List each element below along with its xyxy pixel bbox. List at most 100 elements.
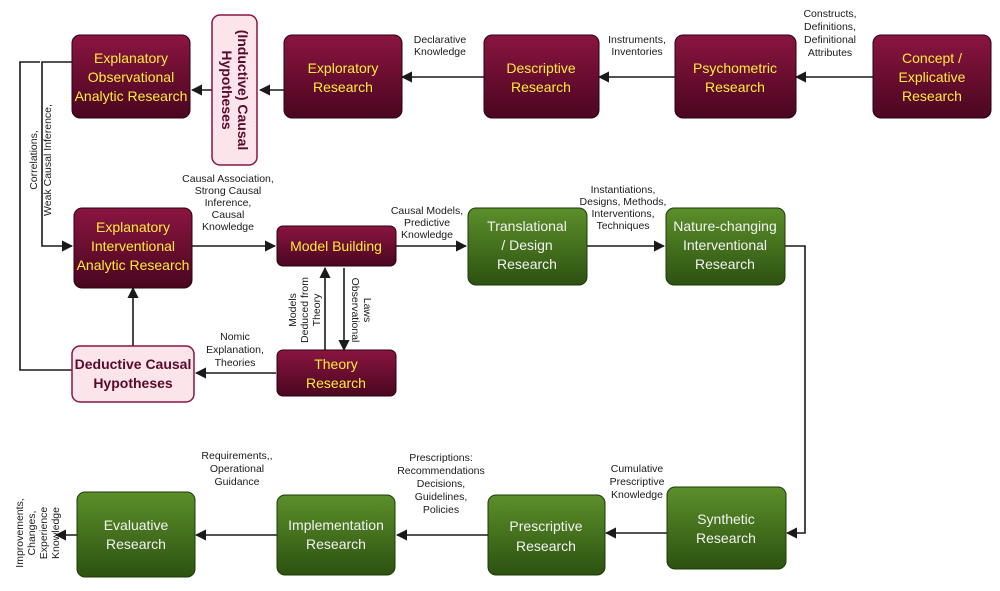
label-causal-models-line2: Predictive (404, 217, 450, 229)
box-psychometric-line1: Psychometric (693, 60, 777, 76)
label-causal-models-line3: Knowledge (401, 229, 453, 241)
label-prescriptions: Prescriptions: Recommendations Decisions… (397, 452, 485, 516)
box-nature-changing-line3: Research (695, 256, 755, 272)
label-causal-association-line5: Knowledge (202, 221, 254, 233)
box-synthetic-line1: Synthetic (697, 511, 755, 527)
connector-lines (19, 61, 873, 541)
box-prescriptive: Prescriptive Research (487, 494, 606, 576)
label-causal-association-line2: Strong Causal (195, 185, 262, 197)
box-theory-line1: Theory (314, 356, 358, 372)
label-prescriptions-line3: Decisions, (417, 478, 465, 490)
label-models-deduced-line2: Deduced from (299, 277, 311, 343)
box-explanatory-interventional: Explanatory Interventional Analytic Rese… (73, 207, 193, 289)
label-constructs-line3: Definitional (804, 34, 856, 46)
label-improvements-line2: Changes, (26, 511, 38, 556)
label-models-deduced-line1: Models (287, 293, 299, 327)
box-deductive-hypotheses: Deductive Causal Hypotheses (71, 345, 195, 403)
box-theory-line2: Research (306, 375, 366, 391)
label-instantiations-line2: Designs, Methods, (580, 196, 667, 208)
label-improvements-line3: Experience (38, 507, 50, 560)
label-causal-association-line4: Causal (212, 209, 245, 221)
label-causal-association: Causal Association, Strong Causal Infere… (182, 173, 274, 233)
label-cumulative: Cumulative Prescriptive Knowledge (610, 463, 665, 501)
label-causal-models: Causal Models, Predictive Knowledge (391, 205, 463, 241)
label-declarative: Declarative Knowledge (414, 34, 467, 58)
box-explanatory-observational: Explanatory Observational Analytic Resea… (71, 34, 191, 119)
box-explanatory-interventional-line1: Explanatory (96, 219, 170, 235)
label-improvements-line4: Knowledge (50, 507, 62, 559)
label-instantiations-line1: Instantiations, (591, 184, 656, 196)
box-translational: Translational / Design Research (467, 207, 588, 286)
label-nomic-line1: Nomic (220, 331, 250, 343)
label-instruments: Instruments, Inventories (608, 34, 666, 58)
box-nature-changing: Nature-changing Interventional Research (665, 207, 786, 286)
label-declarative-line1: Declarative (414, 34, 467, 46)
label-models-deduced: Models Deduced from Theory (287, 277, 323, 343)
label-constructs: Constructs, Definitions, Definitional At… (803, 8, 856, 59)
label-constructs-line1: Constructs, (803, 8, 856, 20)
arrow-nature-changing-to-synthetic (785, 245, 806, 539)
box-translational-line1: Translational (487, 218, 567, 234)
box-synthetic-line2: Research (696, 530, 756, 546)
box-exploratory-line2: Research (313, 79, 373, 95)
label-instantiations-line4: Techniques (596, 220, 649, 232)
box-evaluative-line2: Research (106, 536, 166, 552)
box-prescriptive-line1: Prescriptive (509, 518, 582, 534)
box-inductive-hypotheses-line1: (Inductive) Causal (235, 30, 251, 151)
box-synthetic: Synthetic Research (666, 486, 787, 570)
label-instantiations-line3: Interventions, (591, 208, 654, 220)
label-improvements-line1: Improvements, (14, 498, 26, 567)
label-causal-association-line3: Inference, (205, 197, 252, 209)
box-concept-line1: Concept / (902, 50, 962, 66)
box-prescriptive-line2: Research (516, 538, 576, 554)
label-constructs-line4: Attributes (808, 47, 852, 59)
label-nomic-line3: Theories (215, 357, 256, 369)
label-instantiations: Instantiations, Designs, Methods, Interv… (580, 184, 667, 232)
label-causal-models-line1: Causal Models, (391, 205, 463, 217)
label-improvements: Improvements, Changes, Experience Knowle… (14, 498, 62, 567)
label-causal-association-line1: Causal Association, (182, 173, 274, 185)
label-observational-laws: Observational Laws (349, 278, 373, 343)
line-deductive-to-left-loop (19, 61, 72, 371)
label-observational-laws-line1: Observational (349, 278, 361, 343)
label-correlations-line2: Weak Causal Inference, (42, 104, 54, 216)
label-prescriptions-line4: Guidelines, (415, 491, 468, 503)
label-cumulative-line1: Cumulative (611, 463, 664, 475)
box-nature-changing-line2: Interventional (683, 237, 767, 253)
box-descriptive: Descriptive Research (483, 34, 600, 119)
label-prescriptions-line2: Recommendations (397, 465, 485, 477)
box-descriptive-line2: Research (511, 79, 571, 95)
box-explanatory-observational-line2: Observational (88, 69, 174, 85)
box-translational-line2: / Design (501, 237, 552, 253)
box-concept-line3: Research (902, 88, 962, 104)
label-prescriptions-line5: Policies (423, 504, 459, 516)
box-implementation: Implementation Research (276, 494, 396, 576)
box-translational-line3: Research (497, 256, 557, 272)
box-inductive-hypotheses: (Inductive) Causal Hypotheses (211, 14, 258, 166)
box-psychometric-line2: Research (705, 79, 765, 95)
label-declarative-line2: Knowledge (414, 46, 466, 58)
label-requirements-line2: Operational (210, 463, 264, 475)
label-requirements-line1: Requirements,, (201, 450, 272, 462)
label-cumulative-line2: Prescriptive (610, 476, 665, 488)
label-nomic: Nomic Explanation, Theories (206, 331, 264, 369)
box-theory: Theory Research (276, 349, 397, 397)
box-concept-line2: Explicative (899, 69, 966, 85)
box-inductive-hypotheses-line2: Hypotheses (219, 50, 235, 130)
box-explanatory-interventional-line3: Analytic Research (77, 257, 190, 273)
box-deductive-hypotheses-line1: Deductive Causal (75, 356, 192, 372)
label-requirements-line3: Guidance (215, 476, 260, 488)
label-constructs-line2: Definitions, (804, 21, 856, 33)
box-concept: Concept / Explicative Research (872, 34, 992, 119)
label-prescriptions-line1: Prescriptions: (409, 452, 473, 464)
label-correlations: Correlations, Weak Causal Inference, (28, 104, 54, 216)
box-deductive-hypotheses-line2: Hypotheses (93, 375, 173, 391)
box-explanatory-interventional-line2: Interventional (91, 238, 175, 254)
label-models-deduced-line3: Theory (311, 293, 323, 326)
label-requirements: Requirements,, Operational Guidance (201, 450, 272, 488)
box-implementation-line2: Research (306, 536, 366, 552)
box-evaluative-line1: Evaluative (104, 517, 169, 533)
box-nature-changing-line1: Nature-changing (673, 218, 777, 234)
box-evaluative: Evaluative Research (76, 491, 196, 578)
